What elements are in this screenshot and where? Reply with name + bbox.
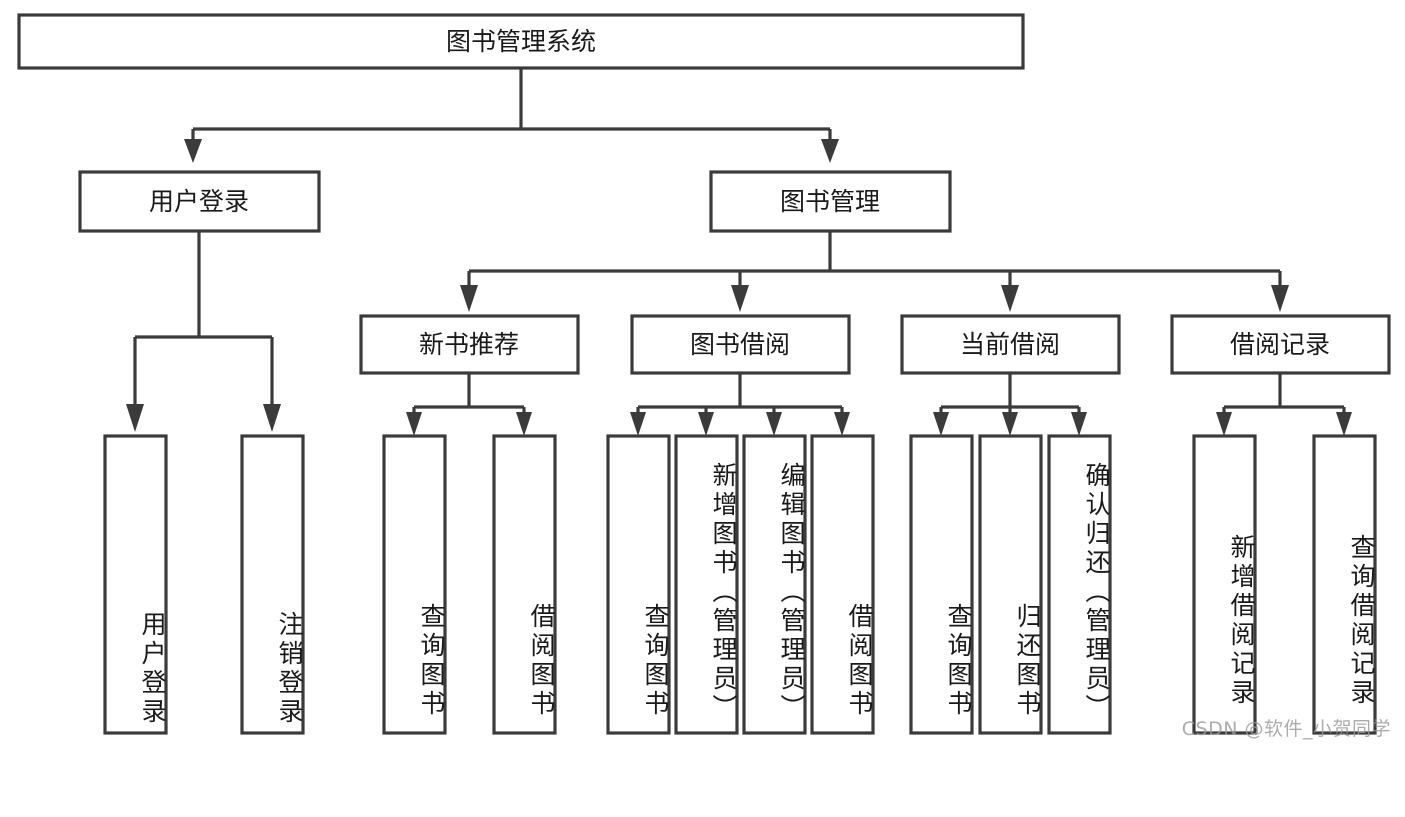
arrow-head-icon xyxy=(933,412,949,436)
connector-user-login-to-leaves xyxy=(126,231,281,432)
connector-new-book-recommend-to-leaves xyxy=(406,373,532,436)
connector-current-borrow-to-leaves xyxy=(933,373,1087,436)
leaf-box-add-record[interactable] xyxy=(1192,434,1257,735)
arrow-head-icon xyxy=(263,404,281,432)
current-borrow-label: 当前借阅 xyxy=(960,330,1060,359)
arrow-head-icon xyxy=(406,412,422,436)
user-login-label: 用户登录 xyxy=(149,187,249,216)
borrow-record-label: 借阅记录 xyxy=(1230,330,1330,359)
node-current-borrow[interactable]: 当前借阅 xyxy=(900,314,1121,375)
arrow-head-icon xyxy=(1001,285,1019,312)
leaf-box-return-book[interactable] xyxy=(978,434,1043,735)
arrow-head-icon xyxy=(126,404,144,432)
arrow-head-icon xyxy=(1336,412,1352,436)
arrow-head-icon xyxy=(1071,412,1087,436)
csdn-watermark: CSDN @软件_小贺同学 xyxy=(1181,718,1391,740)
arrow-head-icon xyxy=(460,285,478,312)
leaf-box-add-book[interactable] xyxy=(674,434,739,735)
diagram-canvas: 图书管理系统 用户登录 图书管理 xyxy=(17,13,1391,735)
node-book-manage[interactable]: 图书管理 xyxy=(709,170,952,233)
root-box[interactable] xyxy=(17,13,1025,70)
node-book-borrow[interactable]: 图书借阅 xyxy=(630,314,851,375)
node-root[interactable]: 图书管理系统 xyxy=(17,13,1025,70)
arrow-head-icon xyxy=(821,139,839,163)
arrow-head-icon xyxy=(1216,412,1232,436)
leaf-box-confirm-return[interactable] xyxy=(1047,434,1112,735)
leaf-box-logout[interactable] xyxy=(240,434,305,735)
arrow-head-icon xyxy=(834,412,850,436)
node-user-login[interactable]: 用户登录 xyxy=(78,170,321,233)
arrow-head-icon xyxy=(698,412,714,436)
leaf-box-query-record[interactable] xyxy=(1312,434,1377,735)
connector-borrow-record-to-leaves xyxy=(1216,373,1352,436)
arrow-head-icon xyxy=(731,285,749,312)
connector-book-borrow-to-leaves xyxy=(630,373,850,436)
connector-book-manage-to-level3 xyxy=(460,231,1289,312)
node-borrow-record[interactable]: 借阅记录 xyxy=(1170,314,1391,375)
root-label: 图书管理系统 xyxy=(446,27,596,56)
leaf-box-edit-book[interactable] xyxy=(742,434,807,735)
new-book-recommend-box[interactable] xyxy=(359,314,580,375)
leaf-box-query-book-1[interactable] xyxy=(382,434,447,735)
arrow-head-icon xyxy=(1271,285,1289,312)
current-borrow-box[interactable] xyxy=(900,314,1121,375)
connector-root-to-level2 xyxy=(184,68,839,163)
leaf-box-query-book-2[interactable] xyxy=(606,434,671,735)
book-manage-label: 图书管理 xyxy=(780,187,880,216)
arrow-head-icon xyxy=(766,412,782,436)
leaf-boxes-group xyxy=(103,434,1377,735)
leaf-box-borrow-book-2[interactable] xyxy=(810,434,875,735)
org-chart-diagram: 图书管理系统 用户登录 图书管理 xyxy=(17,13,1391,740)
new-book-recommend-label: 新书推荐 xyxy=(419,330,519,359)
leaf-box-borrow-book-1[interactable] xyxy=(492,434,557,735)
arrow-head-icon xyxy=(1002,412,1018,436)
node-new-book-recommend[interactable]: 新书推荐 xyxy=(359,314,580,375)
leaf-box-query-book-3[interactable] xyxy=(909,434,974,735)
leaf-box-user-login[interactable] xyxy=(103,434,168,735)
book-borrow-label: 图书借阅 xyxy=(690,330,790,359)
arrow-head-icon xyxy=(184,139,202,163)
arrow-head-icon xyxy=(630,412,646,436)
arrow-head-icon xyxy=(516,412,532,436)
